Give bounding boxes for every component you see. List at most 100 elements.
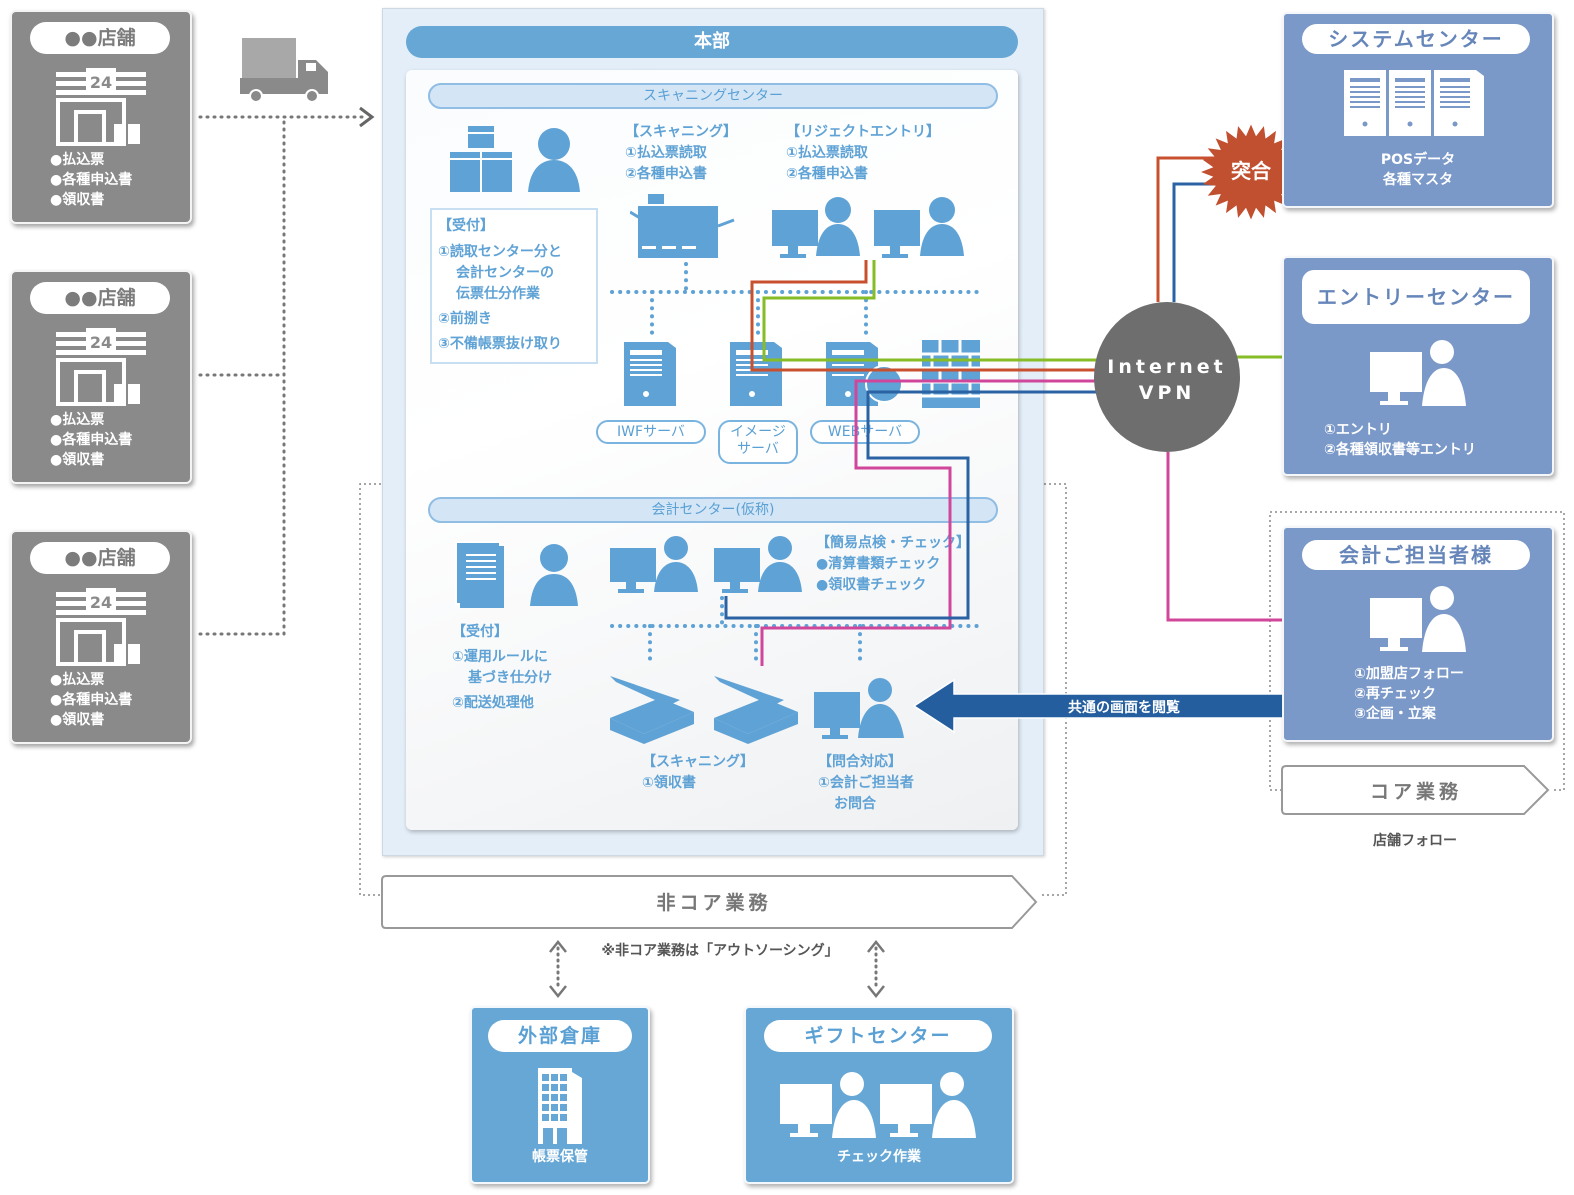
office-building-icon [538,1068,582,1144]
vpn-label-line1: Internet [1107,356,1227,378]
inquiry-text: 【問合対応】 ①会計ご担当者 お問合 [818,752,914,815]
reception-item: 伝票仕分作業 [456,286,540,302]
system-center-item: POSデータ [1380,152,1456,168]
accounting-contact-item: ③企画・立案 [1354,706,1436,722]
internet-vpn-node: Internet VPN [1094,302,1240,452]
reject-entry-item: ①払込票読取 [786,145,868,161]
boxes-icon [450,126,512,192]
store-sign-text: 24 [90,333,112,352]
scanning-center-title: スキャニングセンター [428,83,998,109]
reception-staff-icon [528,128,580,192]
reception-item: 会計センターの [456,265,554,281]
scanning-reception-box: 【受付】 ①読取センター分と 会計センターの 伝票仕分作業 ②前捌き ③不備帳票… [430,208,598,364]
accounting-contact-item: ②再チェック [1354,686,1436,702]
store-item-list: 払込票 各種申込書 領収書 [50,670,132,730]
simple-check-text: 【簡易点検・チェック】 ●清算書類チェック ●領収書チェック [816,533,970,596]
headquarters-inner-panel [406,70,1018,830]
store-item: 領収書 [50,450,132,470]
outsourcing-arrow-up-2 [867,939,885,953]
reception-item: ①運用ルールに [452,649,548,665]
store-item: 各種申込書 [50,690,132,710]
store-sign-text: 24 [90,593,112,612]
simple-check-heading: 【簡易点検・チェック】 [816,535,970,551]
accounting-contact-items: ①加盟店フォロー ②再チェック ③企画・立案 [1354,664,1464,724]
core-frame [1269,511,1565,791]
entry-line-green [762,260,1100,362]
non-core-business-label: 非コア業務 [656,891,771,914]
accounting-scanning-text: 【スキャニング】 ①領収書 [642,752,754,794]
reception-item: 基づき仕分け [468,670,552,686]
accounting-center-title: 会計センター(仮称) [428,497,998,523]
vpn-label-line2: VPN [1138,382,1196,404]
headquarters-title: 本部 [406,26,1018,58]
external-warehouse-box: 外部倉庫 帳票保管 [470,1006,650,1184]
store-sign-text: 24 [90,73,112,92]
reject-entry-item: ②各種申込書 [786,166,868,182]
gift-center-operators-icon [780,1072,976,1138]
iwf-server-icon [624,342,676,406]
documents-and-staff-icon [455,541,578,608]
store-card-1: ●●店舗 24 払込票 各種申込書 領収書 [10,10,192,224]
accounting-contact-title: 会計ご担当者様 [1302,540,1530,570]
shared-screen-arrow: 共通の画面を閲覧 [912,678,1336,734]
simple-check-item: ●領収書チェック [816,577,927,593]
web-server-label: WEBサーバ [810,420,920,444]
reception-item: ③不備帳票抜け取り [438,336,562,352]
reception-item: ②配送処理他 [452,695,534,711]
scanning-item: ①払込票読取 [625,145,707,161]
reception-heading: 【受付】 [452,624,508,640]
store-item: 領収書 [50,710,132,730]
store-arrowhead [359,106,375,128]
flatbed-scanners-and-inquiry-icon [610,676,904,744]
flatbed-scanner-lid [610,676,680,706]
check-operators-icon [610,536,802,593]
store-item-list: 払込票 各種申込書 領収書 [50,150,132,210]
entry-center-box: エントリーセンター ①エントリ ②各種領収書等エントリ [1282,256,1554,476]
store-item: 払込票 [50,150,132,170]
reject-entry-operators-icon [772,197,964,258]
reception-item: ①読取センター分と [438,244,562,260]
outsourcing-arrow-down-1 [549,985,567,999]
reconcile-starburst-icon: 突合 [1201,124,1301,220]
scanning-heading: 【スキャニング】 [625,124,737,140]
accounting-lan [610,596,984,668]
store-connector-3 [198,115,286,636]
convenience-store-icon: 24 [56,588,146,666]
store-title: ●●店舗 [30,22,170,54]
system-center-item: 各種マスタ [1383,172,1453,188]
non-core-frame [359,483,1067,896]
store-item: 払込票 [50,410,132,430]
iwf-server-label: IWFサーバ [596,420,706,444]
delivery-truck-icon [240,38,328,103]
inquiry-item: お問合 [834,796,876,812]
core-business-banner: コア業務 [1281,765,1550,815]
reject-entry-heading: 【リジェクトエントリ】 [786,124,940,140]
entry-center-item: ②各種領収書等エントリ [1324,442,1476,458]
gift-center-title: ギフトセンター [764,1020,992,1052]
external-warehouse-title: 外部倉庫 [488,1020,632,1052]
store-card-2: ●●店舗 24 払込票 各種申込書 領収書 [10,270,192,484]
system-center-title: システムセンター [1302,24,1530,54]
reject-entry-text: 【リジェクトエントリ】 ①払込票読取 ②各種申込書 [786,122,940,185]
shared-screen-label: 共通の画面を閲覧 [1068,699,1180,716]
outsourcing-note: ※非コア業務は「アウトソーシング」 [601,943,839,959]
accounting-reception-text: 【受付】 ①運用ルールに 基づき仕分け ②配送処理他 [452,622,552,714]
accounting-contact-operator-icon [1370,586,1466,652]
reception-item: ②前捌き [438,311,492,327]
scanning-task-text: 【スキャニング】 ①払込票読取 ②各種申込書 [625,122,737,185]
core-business-caption: 店舗フォロー [1373,833,1457,849]
accounting-scanning-item: ①領収書 [642,775,696,791]
store-item-list: 払込票 各種申込書 領収書 [50,410,132,470]
system-center-box: システムセンター POSデータ 各種マスタ [1282,12,1554,208]
outsourcing-arrow-down-2 [867,985,885,999]
inquiry-item: ①会計ご担当者 [818,775,914,791]
gift-center-box: ギフトセンター チェック作業 [744,1006,1014,1184]
image-server-label-line: サーバ [737,441,779,457]
store-title: ●●店舗 [30,542,170,574]
system-center-items: POSデータ 各種マスタ [1284,150,1552,190]
image-server-label: イメージ サーバ [718,420,798,464]
store-item: 各種申込書 [50,170,132,190]
convenience-store-icon: 24 [56,328,146,406]
core-business-label: コア業務 [1370,780,1462,803]
